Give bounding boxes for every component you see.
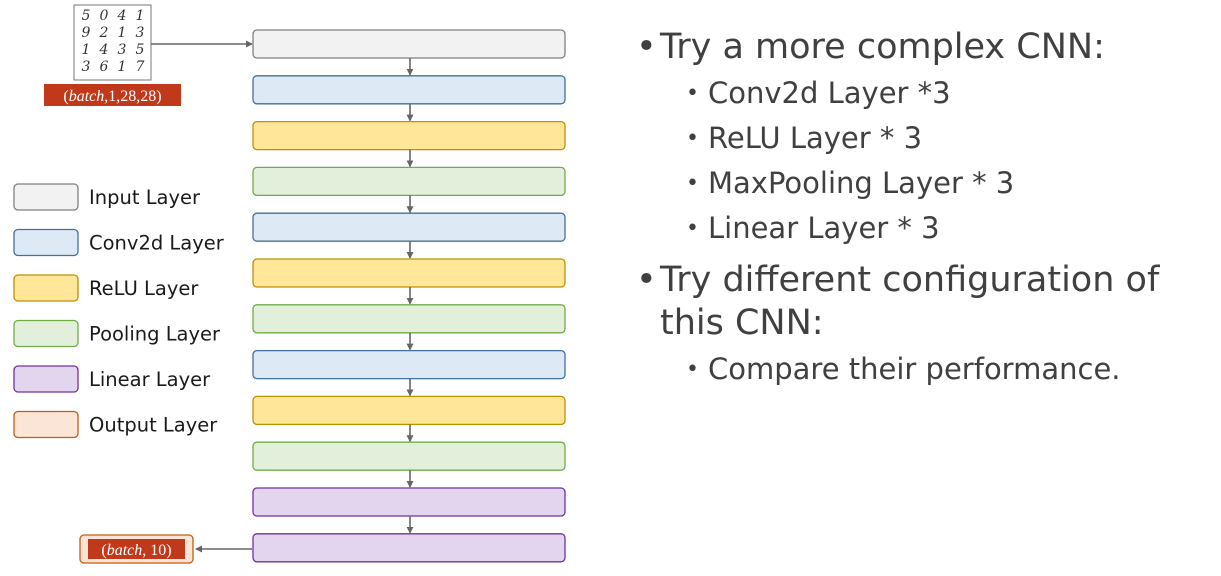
legend-swatch-pool <box>13 319 79 348</box>
layer-box-linear <box>252 487 566 517</box>
mnist-digit: 7 <box>136 59 145 75</box>
sub-bullet-relu: ReLU Layer * 3 <box>636 116 1216 161</box>
mnist-digit: 1 <box>118 25 127 41</box>
bullet-group-configuration: Try different configuration of this CNN:… <box>636 259 1216 392</box>
bullet-list: Try a more complex CNN: Conv2d Layer *3 … <box>636 26 1216 400</box>
mnist-digit: 6 <box>100 59 109 75</box>
output-shape-label: (batch, 10) <box>79 534 194 564</box>
layer-box-relu <box>252 258 566 288</box>
input-shape-label: (batch,1,28,28) <box>44 84 181 106</box>
bullet-group-complex-cnn: Try a more complex CNN: Conv2d Layer *3 … <box>636 26 1216 251</box>
mnist-digit: 3 <box>82 59 91 75</box>
layer-box-conv <box>252 75 566 105</box>
mnist-digit: 4 <box>117 8 127 24</box>
bullet-different-configuration: Try different configuration of this CNN: <box>636 259 1216 345</box>
legend-swatch-output <box>13 410 79 439</box>
legend-swatch-conv <box>13 228 79 257</box>
sub-bullet-conv2d: Conv2d Layer *3 <box>636 71 1216 116</box>
layer-box-relu <box>252 120 566 151</box>
layer-box-linear <box>252 533 566 563</box>
mnist-digit: 5 <box>82 8 91 24</box>
legend-label-conv: Conv2d Layer <box>89 232 225 255</box>
layer-box-pool <box>252 441 566 471</box>
sub-bullet-compare-performance: Compare their performance. <box>636 347 1216 392</box>
mnist-digit: 9 <box>82 25 91 41</box>
legend-label-linear: Linear Layer <box>89 368 211 391</box>
layer-box-conv <box>252 349 566 380</box>
layer-box-pool <box>252 166 566 197</box>
legend-swatch-input <box>13 183 79 211</box>
legend-label-relu: ReLU Layer <box>89 277 199 300</box>
mnist-digit: 1 <box>136 8 145 24</box>
mnist-digit: 0 <box>100 8 109 24</box>
input-shape-text: (batch,1,28,28) <box>63 88 161 105</box>
legend-label-output: Output Layer <box>89 414 218 437</box>
bullet-complex-cnn: Try a more complex CNN: <box>636 26 1216 69</box>
layer-box-pool <box>252 304 566 334</box>
mnist-digit: 2 <box>99 25 109 41</box>
legend-swatch-relu <box>13 274 79 302</box>
sub-bullet-maxpooling: MaxPooling Layer * 3 <box>636 161 1216 206</box>
output-shape-text: (batch, 10) <box>101 542 171 559</box>
mnist-digit: 1 <box>82 42 91 58</box>
mnist-digit: 4 <box>99 42 109 58</box>
legend-label-input: Input Layer <box>89 186 201 209</box>
layer-box-input <box>252 29 566 59</box>
mnist-digit: 1 <box>118 59 127 75</box>
mnist-digit: 3 <box>136 25 145 41</box>
layer-box-relu <box>252 395 566 426</box>
layer-stack <box>252 29 566 563</box>
mnist-digit: 5 <box>136 42 145 58</box>
legend-swatch-linear <box>13 365 79 393</box>
sub-bullet-linear: Linear Layer * 3 <box>636 206 1216 251</box>
input-shape-label-bg <box>44 84 181 106</box>
layer-box-conv <box>252 212 566 242</box>
mnist-digit: 3 <box>118 42 127 58</box>
output-shape-label-bg <box>88 539 185 559</box>
legend-label-pool: Pooling Layer <box>89 323 221 346</box>
